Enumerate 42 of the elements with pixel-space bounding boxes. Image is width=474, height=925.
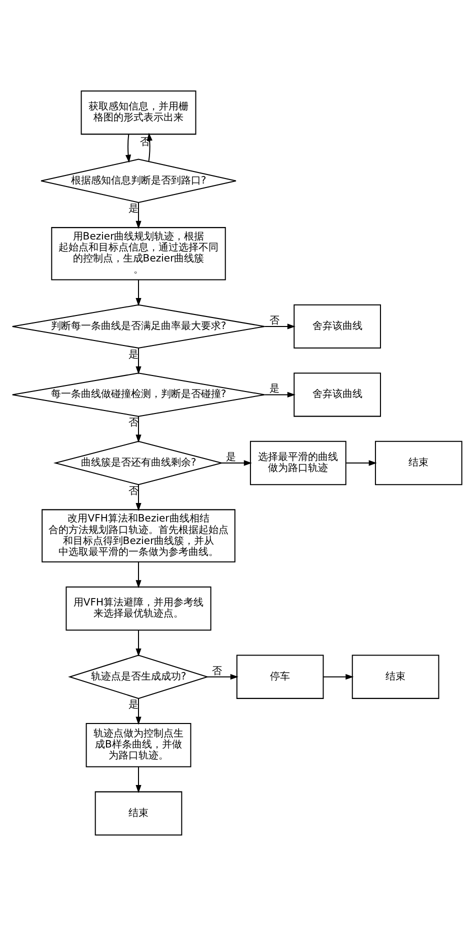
arrow — [222, 460, 252, 466]
edge-label: 否 — [128, 485, 138, 496]
node-box: 轨迹点做为控制点生成B样条曲线，并做为路口轨迹。 — [86, 722, 192, 767]
arrow — [136, 416, 142, 442]
node-box: 舍弃该曲线 — [294, 304, 381, 348]
node-diamond: 根据感知信息判断是否到路口? — [40, 158, 236, 202]
arrow — [136, 630, 142, 656]
arrow — [136, 766, 142, 793]
arrow — [264, 323, 296, 329]
arrow — [136, 202, 142, 228]
edge-label: 否 — [269, 314, 280, 326]
node-box: 选择最平滑的曲线做为路口轨迹 — [250, 440, 346, 485]
node-box: 结束 — [94, 790, 182, 835]
node-box: 用Bezier曲线规划轨迹，根据起始点和目标点信息，通过选择不同的控制点，生成Bezier曲线簇。 — [51, 226, 226, 280]
node-box: 结束 — [374, 440, 462, 485]
node-diamond: 判断每一条曲线是否满足曲率最大要求? — [12, 304, 266, 348]
edge-label: 是 — [128, 348, 138, 360]
node-diamond: 每一条曲线做碰撞检测，判断是否碰撞? — [12, 372, 266, 416]
edge-label: 是 — [226, 451, 236, 462]
arrow — [136, 484, 142, 511]
node-diamond: 轨迹点是否生成成功? — [68, 654, 209, 698]
node-box: 用VFH算法避障，并用参考线来选择最优轨迹点。 — [66, 586, 212, 630]
arrow — [264, 391, 296, 398]
edge-label: 否 — [212, 665, 222, 676]
node-box: 改用VFH算法和Bezier曲线相结合的方法规划路口轨迹。首先根据起始点和目标点得到Bezier曲线簇，并从中选取最平滑的一条做为参考曲线。 — [42, 508, 236, 562]
edge-label: 否 — [128, 417, 138, 428]
arrow — [207, 674, 238, 680]
arrow — [136, 279, 142, 306]
node-box: 结束 — [352, 654, 440, 698]
node-box: 获取感知信息，并用栅格图的形式表示出来 — [80, 90, 196, 134]
arrow — [136, 561, 142, 588]
arrow — [323, 674, 354, 680]
arrow — [346, 460, 377, 466]
arrow — [136, 348, 142, 374]
arrow — [136, 698, 142, 724]
node-diamond: 曲线簇是否还有曲线剩余? — [53, 440, 224, 485]
node-box: 停车 — [236, 654, 324, 698]
node-box: 舍弃该曲线 — [294, 372, 381, 416]
edge-label: 是 — [269, 383, 280, 394]
arrow — [125, 134, 132, 162]
edge-label: 是 — [128, 699, 138, 710]
edge-label: 是 — [128, 203, 138, 214]
